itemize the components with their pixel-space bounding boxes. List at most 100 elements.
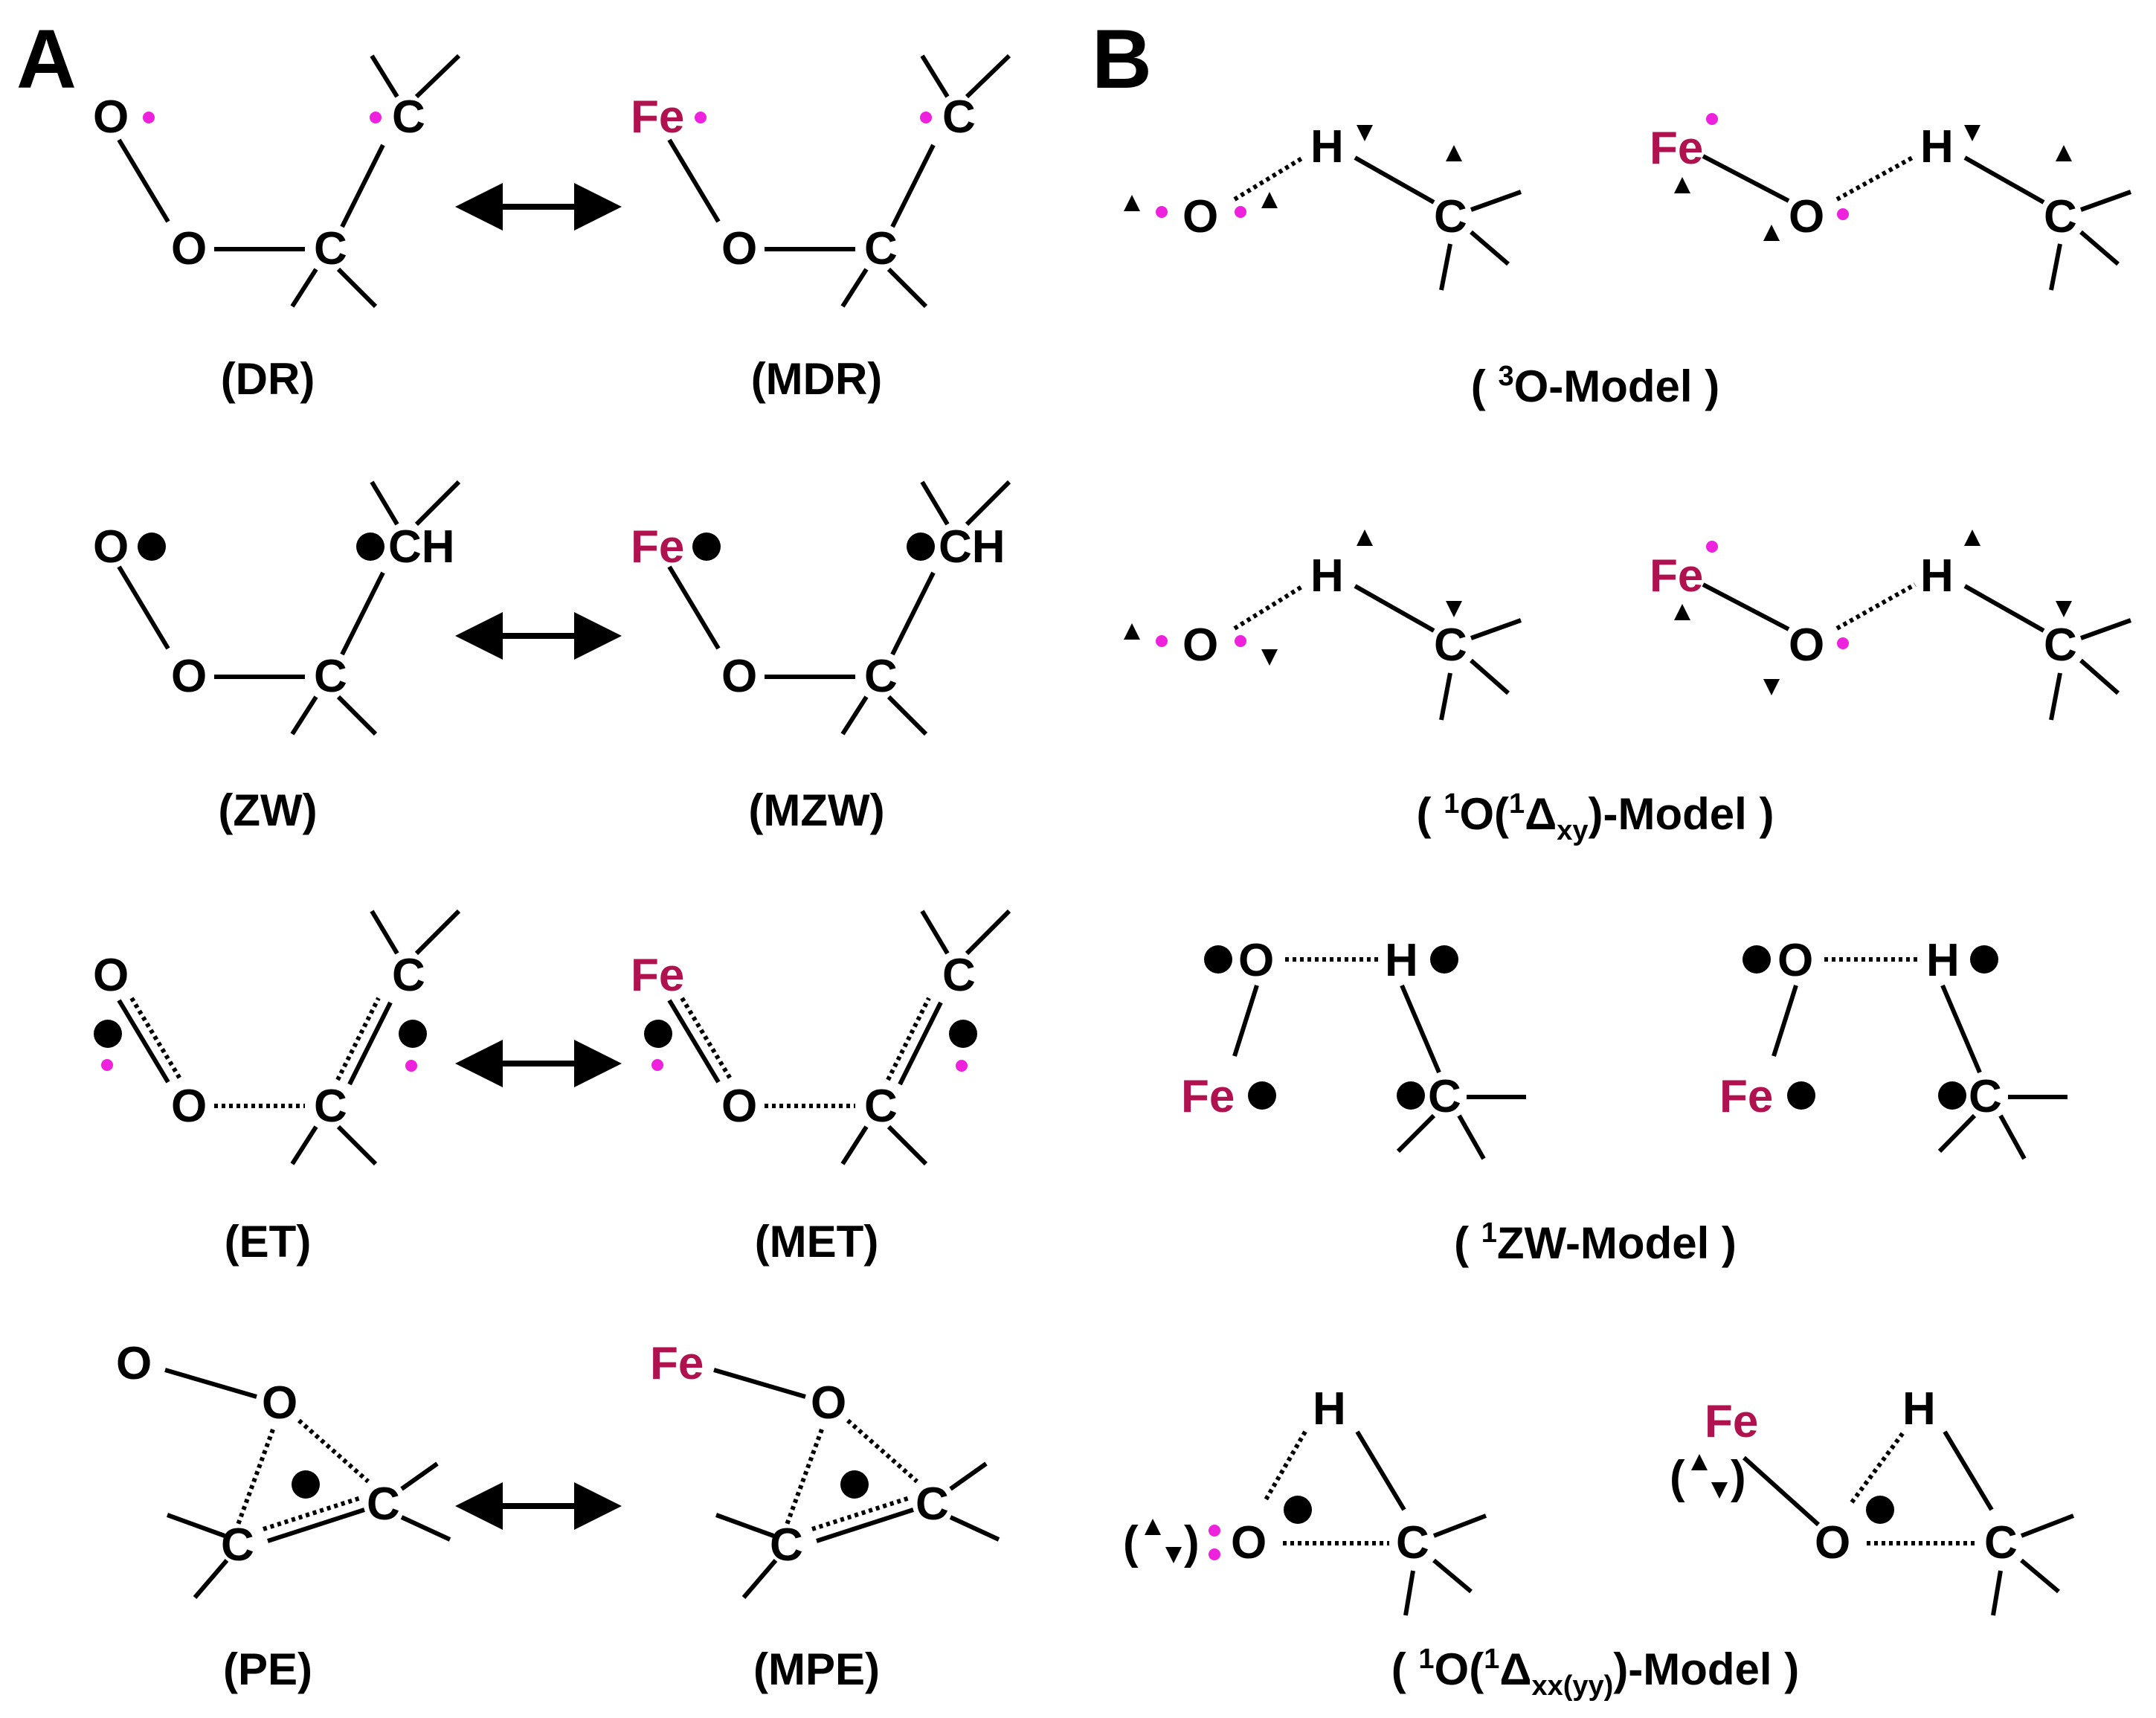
radical-dot xyxy=(1837,637,1849,649)
radical-dot xyxy=(1156,206,1168,218)
atom-o: O xyxy=(1231,1517,1267,1569)
label-1o-dxx-model: ( 1O(1Δxx(yy))-Model ) xyxy=(1391,1644,1800,1702)
paren-open: ( xyxy=(1123,1517,1139,1569)
radical-dot xyxy=(695,112,707,123)
atom-o: O xyxy=(721,223,757,274)
label-1zw-model: ( 1ZW-Model ) xyxy=(1454,1217,1737,1268)
radical-dot xyxy=(1706,541,1718,553)
spin-up-arrow xyxy=(2056,145,2072,190)
spin-up-arrow xyxy=(1674,604,1690,649)
hydrogen-bond xyxy=(1835,154,1917,202)
atom-fe: Fe xyxy=(1705,1396,1758,1447)
spin-down-arrow xyxy=(1763,651,1780,695)
positive-charge xyxy=(399,1020,427,1048)
radical-dot xyxy=(405,1060,417,1072)
atom-fe: Fe xyxy=(631,950,684,1001)
atom-fe: Fe xyxy=(1650,550,1703,602)
hydrogen-bond xyxy=(1233,155,1304,202)
negative-charge xyxy=(644,1020,672,1048)
label-mzw: (MZW) xyxy=(748,785,884,835)
spin-up-arrow xyxy=(1964,530,1980,574)
atom-o: O xyxy=(1238,935,1274,986)
positive-charge xyxy=(840,1470,869,1499)
radical-dot xyxy=(101,1059,113,1071)
positive-charge xyxy=(356,533,384,561)
label-met: (MET) xyxy=(755,1217,879,1267)
spin-down-arrow xyxy=(1964,97,1980,141)
negative-charge xyxy=(94,1020,122,1048)
atom-fe: Fe xyxy=(631,521,684,573)
structure-pe: O O C C xyxy=(116,1338,451,1599)
radical-dot xyxy=(920,112,932,123)
negative-charge xyxy=(1204,945,1232,974)
hydrogen-bond xyxy=(1835,582,1917,631)
model-3o-left: O H C xyxy=(1124,97,1522,291)
positive-charge xyxy=(1866,1496,1894,1524)
atom-o: O xyxy=(171,223,207,274)
radical-dot xyxy=(370,112,382,123)
structure-mpe: Fe O C C xyxy=(650,1338,1000,1599)
model-1zw-left: O H Fe C xyxy=(1181,935,1526,1160)
structure-zw: O O C CH xyxy=(93,480,461,736)
atom-c: C xyxy=(221,1519,254,1571)
structure-et: O O C C xyxy=(93,909,461,1166)
structure-mdr: Fe O C C xyxy=(631,54,1011,309)
atom-c: C xyxy=(2044,191,2077,242)
atom-h: H xyxy=(1920,121,1954,173)
atom-fe: Fe xyxy=(1650,123,1703,174)
atom-o: O xyxy=(1815,1517,1850,1569)
atom-c: C xyxy=(864,651,898,702)
radical-dot xyxy=(651,1059,663,1071)
positive-charge xyxy=(292,1470,320,1499)
model-3o-right: Fe O H C xyxy=(1650,97,2132,291)
atom-ch: CH xyxy=(388,521,455,573)
radical-dot xyxy=(1235,635,1246,647)
model-1o-dxx-right: Fe ( ) O H C xyxy=(1670,1383,2075,1616)
atom-c: C xyxy=(770,1519,803,1571)
positive-charge xyxy=(1938,1081,1966,1110)
radical-dot xyxy=(1156,635,1168,647)
atom-c: C xyxy=(1396,1517,1429,1569)
spin-up-arrow xyxy=(1145,1519,1161,1563)
atom-o: O xyxy=(1789,620,1824,671)
negative-charge xyxy=(1787,1081,1815,1110)
spin-up-arrow xyxy=(1691,1454,1708,1499)
spin-down-arrow xyxy=(1261,621,1278,666)
atom-fe: Fe xyxy=(631,91,684,143)
atom-c: C xyxy=(1969,1071,2002,1122)
positive-charge xyxy=(907,533,935,561)
label-et: (ET) xyxy=(225,1217,312,1267)
panel-label-b: B xyxy=(1092,13,1152,106)
atom-o: O xyxy=(811,1377,846,1429)
positive-charge xyxy=(1248,1081,1276,1110)
atom-c: C xyxy=(2044,620,2077,671)
spin-down-arrow xyxy=(1711,1454,1728,1499)
spin-down-arrow xyxy=(1165,1519,1182,1563)
atom-h: H xyxy=(1310,121,1344,173)
atom-h: H xyxy=(1926,935,1960,986)
atom-c: C xyxy=(314,1081,347,1132)
paren-open: ( xyxy=(1670,1452,1685,1503)
atom-o: O xyxy=(721,1081,757,1132)
atom-fe: Fe xyxy=(1181,1071,1235,1122)
radical-dot xyxy=(1837,208,1849,220)
label-mdr: (MDR) xyxy=(751,354,883,404)
negative-charge xyxy=(692,533,721,561)
radical-dot xyxy=(956,1060,968,1072)
atom-ch: CH xyxy=(939,521,1005,573)
label-mpe: (MPE) xyxy=(753,1644,880,1694)
atom-c: C xyxy=(314,223,347,274)
atom-o: O xyxy=(93,950,129,1001)
spin-up-arrow xyxy=(1124,195,1140,239)
atom-fe: Fe xyxy=(1719,1071,1773,1122)
atom-o: O xyxy=(93,91,129,143)
radical-dot xyxy=(143,112,155,123)
spin-up-arrow xyxy=(1446,145,1462,190)
label-dr: (DR) xyxy=(221,354,315,404)
radical-dot xyxy=(1209,1525,1220,1537)
spin-down-arrow xyxy=(1357,97,1373,141)
atom-c: C xyxy=(942,91,976,143)
label-zw: (ZW) xyxy=(218,785,317,835)
atom-c: C xyxy=(1428,1071,1461,1122)
